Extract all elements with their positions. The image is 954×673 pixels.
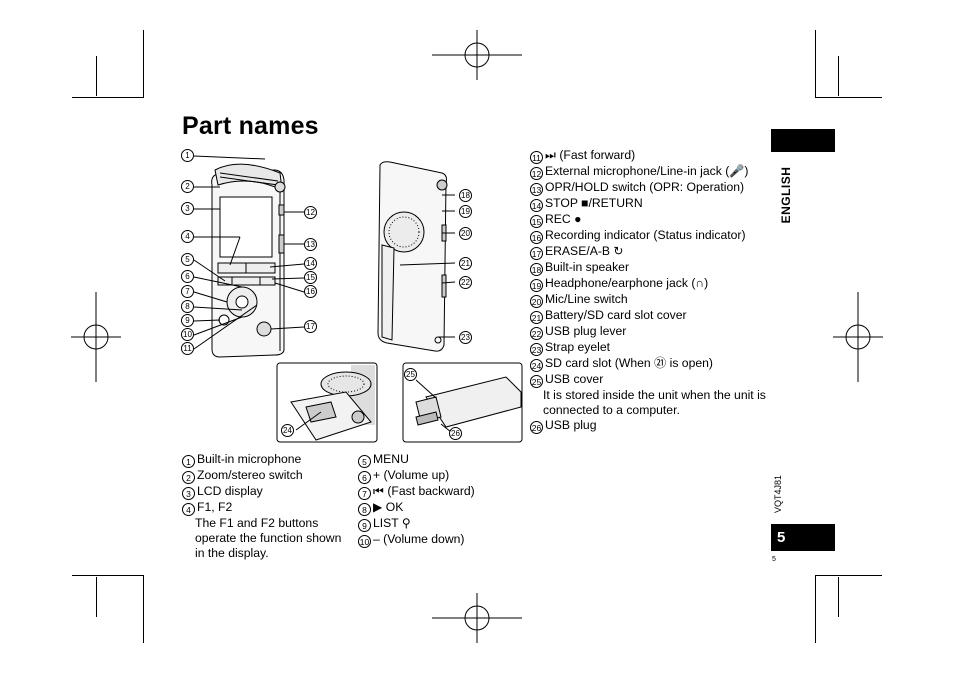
page-title: Part names [182,112,319,140]
label-24: 24 [281,424,294,437]
inset-diagrams [276,362,523,443]
list-item: 6+ (Volume up) [358,468,528,484]
page-number: 5 [772,556,776,563]
label-25: 25 [404,368,417,381]
list-item: 8▶ OK [358,500,528,516]
recorder-diagram [193,155,456,358]
list-item: 10– (Volume down) [358,532,465,548]
language-tab [771,129,835,152]
label-26: 26 [449,427,462,440]
list-item: 11⏭ (Fast forward) [530,148,768,164]
list-item: 7⏮ (Fast backward) [358,484,528,500]
language-label: ENGLISH [779,166,793,224]
list-item-note: The F1 and F2 buttons operate the functi… [195,516,342,561]
page-tab: 5 [771,524,835,551]
list-item-note: It is stored inside the unit when the un… [543,388,766,418]
doc-code: VQT4J81 [773,474,783,514]
